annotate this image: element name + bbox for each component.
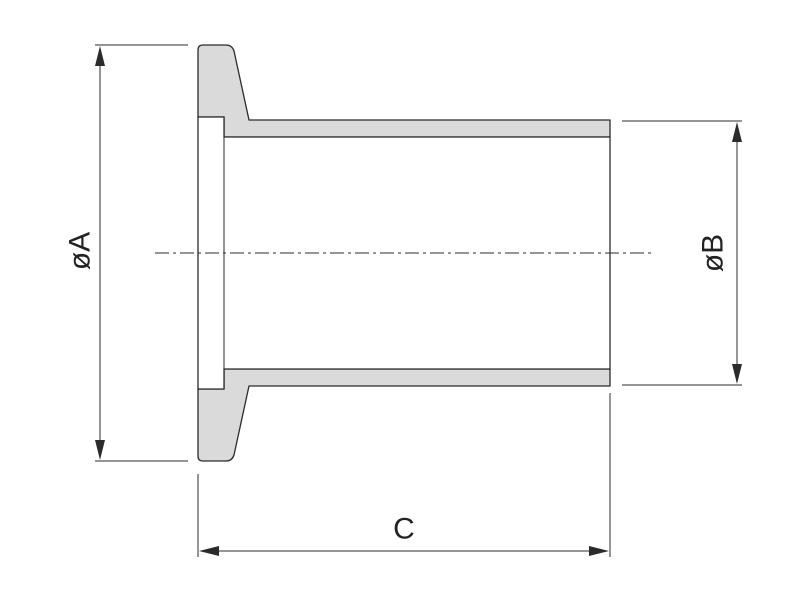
lower-flange-and-wall	[197, 368, 611, 462]
dim-a-arrow-top	[95, 46, 105, 66]
dim-c-label: C	[393, 513, 415, 546]
inner-bore	[197, 116, 611, 390]
dim-b-arrow-top	[732, 122, 742, 142]
dim-b-arrow-bottom	[732, 364, 742, 384]
upper-flange-and-wall	[197, 44, 611, 138]
dim-b-label: øB	[697, 234, 730, 272]
dim-a-label: øA	[64, 232, 97, 270]
dim-c-arrow-left	[199, 546, 219, 556]
dim-a-arrow-bottom	[95, 440, 105, 460]
dim-c-arrow-right	[589, 546, 609, 556]
